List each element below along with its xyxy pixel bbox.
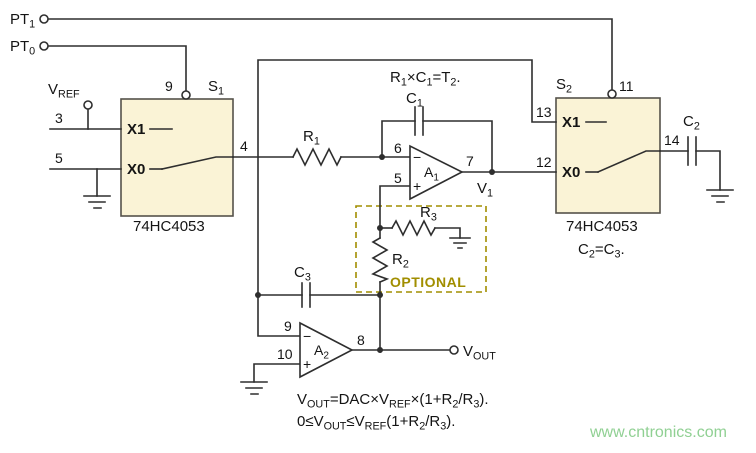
pin13-label: 13 — [536, 104, 552, 120]
pin3-label: 3 — [55, 110, 63, 126]
wire-c1-right — [422, 120, 493, 173]
r2-label: R2 — [392, 251, 409, 271]
a2-minus-sign: − — [303, 328, 311, 344]
watermark: www.cntronics.com — [589, 424, 727, 441]
ground-icon — [83, 195, 111, 209]
pin5-label: 5 — [55, 150, 63, 166]
s1-pin9-terminal — [181, 90, 191, 100]
junction-dot — [489, 169, 495, 175]
s2-part-label: 74HC4053 — [566, 218, 638, 235]
pin11-label: 11 — [619, 78, 634, 94]
vout-label: VOUT — [463, 343, 496, 363]
vout-terminal — [449, 345, 459, 355]
ground-icon — [449, 237, 471, 249]
equation-line2: 0≤VOUT≤VREF(1+R2/R3). — [297, 413, 455, 433]
optional-box — [355, 205, 487, 293]
junction-dot — [379, 154, 385, 160]
equation-line1: VOUT=DAC×VREF×(1+R2/R3). — [297, 391, 489, 411]
pt0-label: PT0 — [10, 38, 35, 58]
a1-minus-sign: − — [413, 149, 421, 165]
pin9-label: 9 — [165, 78, 173, 94]
mux-s2-body — [555, 97, 661, 214]
pin9-a2-label: 9 — [284, 318, 292, 334]
wire-s2-x1-feedback-to-a2 — [257, 59, 557, 337]
pin5-a1-label: 5 — [394, 170, 402, 186]
c1-label: C1 — [406, 90, 423, 110]
pin4-label: 4 — [240, 138, 248, 154]
wire-pt0-to-s1-pin9 — [47, 45, 187, 92]
resistor-r2 — [371, 236, 390, 284]
s1-part-label: 74HC4053 — [133, 218, 205, 235]
s2-label: S2 — [556, 76, 572, 96]
s2-pin11-terminal — [607, 89, 617, 99]
pin7-label: 7 — [466, 153, 474, 169]
optional-label: OPTIONAL — [390, 274, 466, 290]
ground-icon — [240, 381, 268, 395]
s1-label: S1 — [208, 78, 224, 98]
c2-label: C2 — [683, 113, 700, 133]
s2-switch-arm — [596, 150, 661, 174]
s2-x1-label: X1 — [562, 114, 580, 131]
pin14-label: 14 — [664, 132, 680, 148]
pin6-label: 6 — [394, 140, 402, 156]
wire-pt1-to-s2-pin11 — [47, 18, 613, 91]
vref-terminal — [83, 100, 93, 110]
v1-label: V1 — [477, 180, 493, 200]
opamp-a1-body — [409, 144, 464, 201]
wire-c2-to-ground — [695, 150, 721, 191]
wire-a1-plus-input — [379, 185, 411, 239]
wire-c1-left — [381, 120, 416, 158]
a2-plus-sign: + — [303, 356, 311, 372]
pt0-terminal — [39, 41, 49, 51]
equation-cc: C2=C3. — [578, 241, 625, 261]
pin10-label: 10 — [277, 346, 293, 362]
a2-label: A2 — [314, 342, 329, 362]
c3-label: C3 — [294, 264, 311, 284]
junction-dot — [377, 292, 383, 298]
a1-label: A1 — [424, 164, 439, 184]
s2-x0-label: X0 — [562, 164, 580, 181]
pin8-label: 8 — [357, 332, 365, 348]
pt1-label: PT1 — [10, 11, 35, 31]
junction-dot — [255, 292, 261, 298]
pin12-label: 12 — [536, 154, 552, 170]
junction-dot — [377, 347, 383, 353]
opamp-a2-body — [299, 321, 354, 379]
equation-rc: R1×C1=T2. — [390, 69, 461, 89]
wire-r3-to-ground — [434, 227, 461, 239]
resistor-r3 — [390, 219, 437, 237]
r1-label: R1 — [303, 128, 320, 148]
vref-label: VREF — [48, 81, 80, 101]
ground-icon — [706, 189, 734, 203]
pt1-terminal — [39, 14, 49, 24]
s1-x0-label: X0 — [127, 161, 145, 178]
s1-switch-arm — [161, 156, 234, 170]
wire-a2-plus-to-ground — [253, 363, 301, 383]
r3-label: R3 — [420, 204, 437, 224]
junction-dot — [377, 225, 383, 231]
a1-plus-sign: + — [413, 178, 421, 194]
s1-x1-label: X1 — [127, 121, 145, 138]
resistor-r1 — [291, 147, 343, 167]
